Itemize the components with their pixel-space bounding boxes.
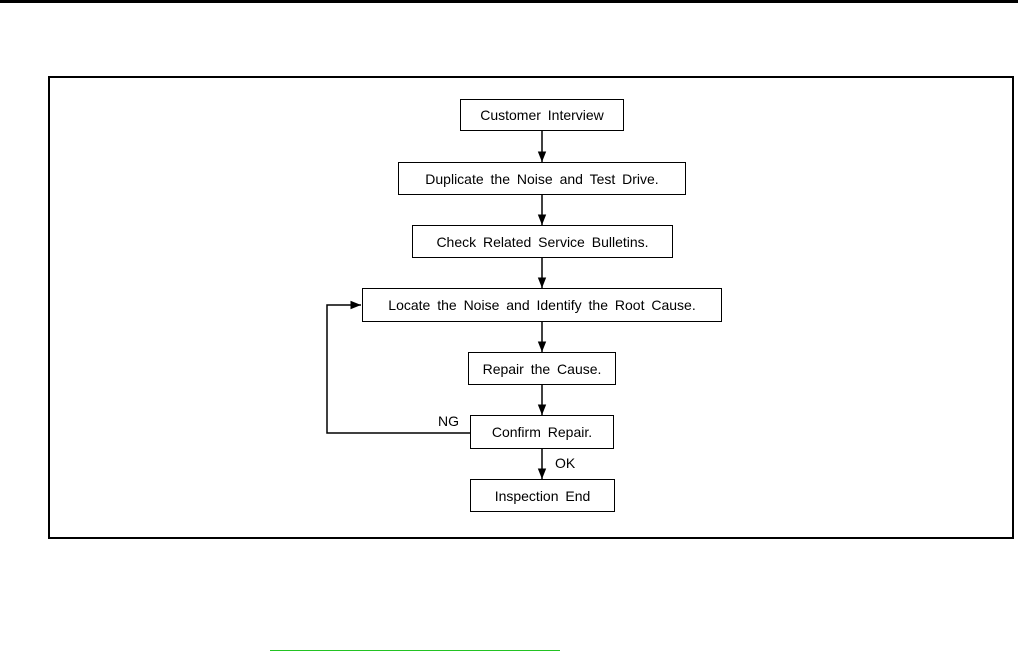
step-check-bulletins: Check Related Service Bulletins. <box>412 225 673 258</box>
step-inspection-end: Inspection End <box>470 479 615 512</box>
step-customer-interview: Customer Interview <box>460 99 624 131</box>
step-confirm-repair: Confirm Repair. <box>470 415 614 449</box>
step-locate-noise: Locate the Noise and Identify the Root C… <box>362 288 722 322</box>
step-duplicate-noise: Duplicate the Noise and Test Drive. <box>398 162 686 195</box>
top-rule <box>0 0 1018 3</box>
ok-label: OK <box>555 455 576 471</box>
arrow-ng-loop <box>326 300 470 434</box>
step-repair-cause: Repair the Cause. <box>468 352 616 385</box>
diagram-frame <box>48 76 1014 539</box>
ng-label: NG <box>438 413 459 429</box>
